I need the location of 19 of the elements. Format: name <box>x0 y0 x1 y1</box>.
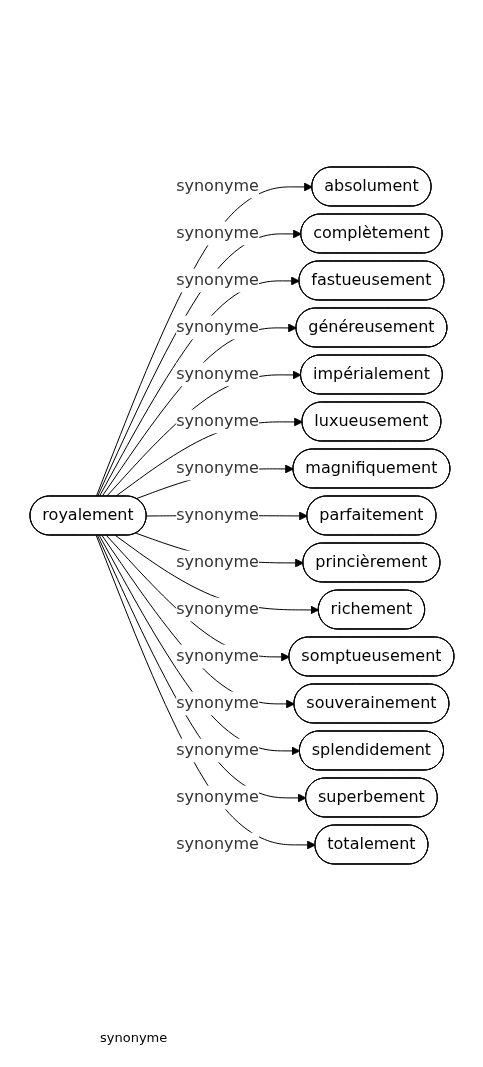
edge-label: synonyme <box>175 692 259 712</box>
edge-label: synonyme <box>175 598 259 618</box>
edge-label: synonyme <box>175 551 259 571</box>
note-text: synonyme <box>100 1030 169 1045</box>
edge-label: synonyme <box>175 410 259 430</box>
edge-label: synonyme <box>175 223 259 242</box>
edge-label: synonyme <box>175 786 259 806</box>
edge-label: synonyme <box>175 833 259 853</box>
edge-label: synonyme <box>175 364 259 383</box>
edge-label: synonyme <box>175 739 259 759</box>
edge-label: synonyme <box>175 270 259 289</box>
edge-label: synonyme <box>175 457 259 477</box>
edge-label: synonyme <box>175 645 259 665</box>
edge-label: synonyme <box>175 317 259 336</box>
arrow <box>105 534 290 661</box>
arrow <box>101 534 295 708</box>
edge-label: synonyme <box>175 176 259 195</box>
arrow <box>98 534 300 755</box>
edge-label: synonyme <box>175 504 259 524</box>
